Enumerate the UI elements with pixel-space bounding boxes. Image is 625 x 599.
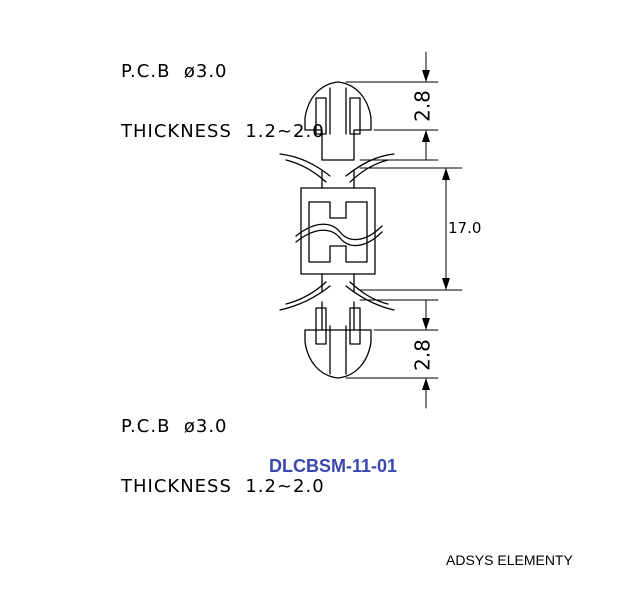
dimension-arrowheads — [422, 70, 450, 390]
bottom-pcb-thickness-label: THICKNESS 1.2~2.0 — [121, 476, 325, 497]
top-pcb-hole-label: P.C.B ø3.0 — [121, 61, 228, 82]
top-pcb-note: P.C.B ø3.0 THICKNESS 1.2~2.0 — [121, 22, 325, 182]
middle-dimension-value: 17.0 — [448, 219, 481, 237]
top-pcb-thickness-label: THICKNESS 1.2~2.0 — [121, 121, 325, 142]
top-dimension-value: 2.8 — [411, 90, 435, 122]
top-arrowhead — [304, 81, 372, 161]
bottom-locking-wings — [279, 281, 395, 311]
bottom-arrowhead — [304, 301, 372, 379]
bottom-dimension-value: 2.8 — [411, 339, 435, 371]
part-number: DLCBSM-11-01 — [269, 456, 398, 476]
bottom-pcb-hole-label: P.C.B ø3.0 — [121, 416, 228, 437]
extension-lines — [345, 81, 463, 379]
bottom-pcb-note: P.C.B ø3.0 THICKNESS 1.2~2.0 — [121, 377, 325, 537]
brand-name: ADSYS ELEMENTY — [446, 552, 573, 568]
central-body — [295, 169, 383, 293]
top-locking-wings — [279, 153, 395, 183]
